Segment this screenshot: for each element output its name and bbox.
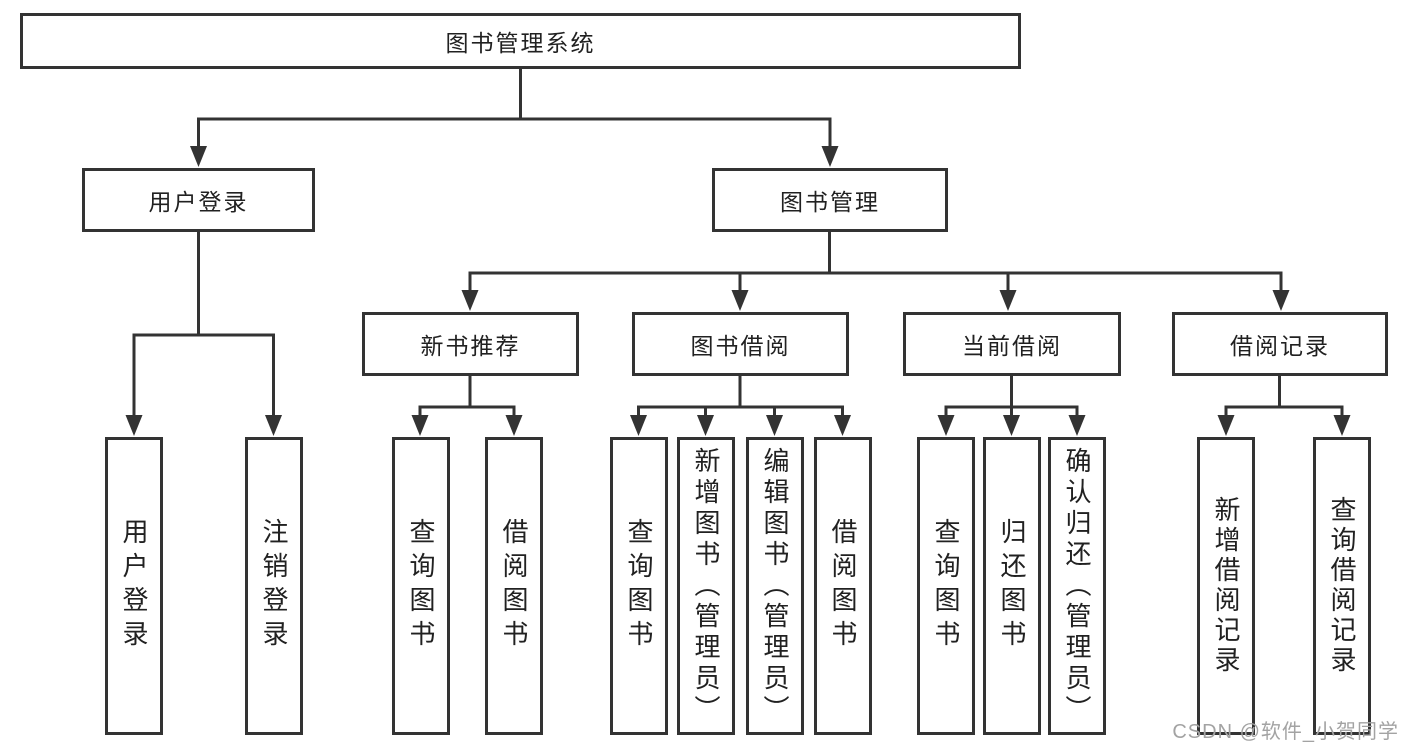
leaf-bb-borrow-books-label: 借阅图书: [828, 518, 858, 654]
leaf-nbr-query-books-label: 查询图书: [406, 518, 436, 654]
leaf-cb-query-books-label: 查询图书: [931, 518, 961, 654]
node-user-login: 用户登录: [82, 168, 315, 232]
node-book-management-label: 图书管理: [780, 189, 880, 215]
leaf-bb-add-books-admin: 新增图书（管理员）: [677, 437, 735, 735]
leaf-cb-return-books: 归还图书: [983, 437, 1041, 735]
leaf-br-query-record-label: 查询借阅记录: [1327, 496, 1357, 676]
leaf-nbr-query-books: 查询图书: [392, 437, 450, 735]
node-root: 图书管理系统: [20, 13, 1021, 69]
node-borrow-records-label: 借阅记录: [1230, 333, 1330, 359]
node-new-book-recommend: 新书推荐: [362, 312, 579, 376]
leaf-br-add-record: 新增借阅记录: [1197, 437, 1255, 735]
node-new-book-recommend-label: 新书推荐: [420, 333, 521, 359]
leaf-logout: 注销登录: [245, 437, 303, 735]
leaf-cb-confirm-return-admin-label: 确认归还（管理员）: [1062, 446, 1092, 726]
leaf-br-add-record-label: 新增借阅记录: [1211, 496, 1241, 676]
node-book-borrow-label: 图书借阅: [690, 333, 791, 359]
leaf-bb-edit-books-admin: 编辑图书（管理员）: [746, 437, 804, 735]
leaf-cb-return-books-label: 归还图书: [997, 518, 1027, 654]
node-current-borrow: 当前借阅: [903, 312, 1121, 376]
leaf-nbr-borrow-books-label: 借阅图书: [499, 518, 529, 654]
node-current-borrow-label: 当前借阅: [962, 333, 1062, 359]
leaf-bb-edit-books-admin-label: 编辑图书（管理员）: [760, 446, 790, 726]
leaf-cb-confirm-return-admin: 确认归还（管理员）: [1048, 437, 1106, 735]
leaf-user-login: 用户登录: [105, 437, 163, 735]
leaf-cb-query-books: 查询图书: [917, 437, 975, 735]
leaf-br-query-record: 查询借阅记录: [1313, 437, 1371, 735]
leaf-bb-query-books: 查询图书: [610, 437, 668, 735]
leaf-bb-query-books-label: 查询图书: [624, 518, 654, 654]
node-root-label: 图书管理系统: [445, 30, 596, 56]
leaf-bb-add-books-admin-label: 新增图书（管理员）: [691, 446, 721, 726]
leaf-logout-label: 注销登录: [259, 518, 289, 654]
node-user-login-label: 用户登录: [148, 189, 249, 215]
leaf-nbr-borrow-books: 借阅图书: [485, 437, 543, 735]
leaf-user-login-label: 用户登录: [119, 518, 149, 654]
node-book-management: 图书管理: [712, 168, 948, 232]
node-borrow-records: 借阅记录: [1172, 312, 1388, 376]
watermark: CSDN @软件_小贺同学: [1172, 721, 1399, 743]
node-book-borrow: 图书借阅: [632, 312, 849, 376]
leaf-bb-borrow-books: 借阅图书: [814, 437, 872, 735]
